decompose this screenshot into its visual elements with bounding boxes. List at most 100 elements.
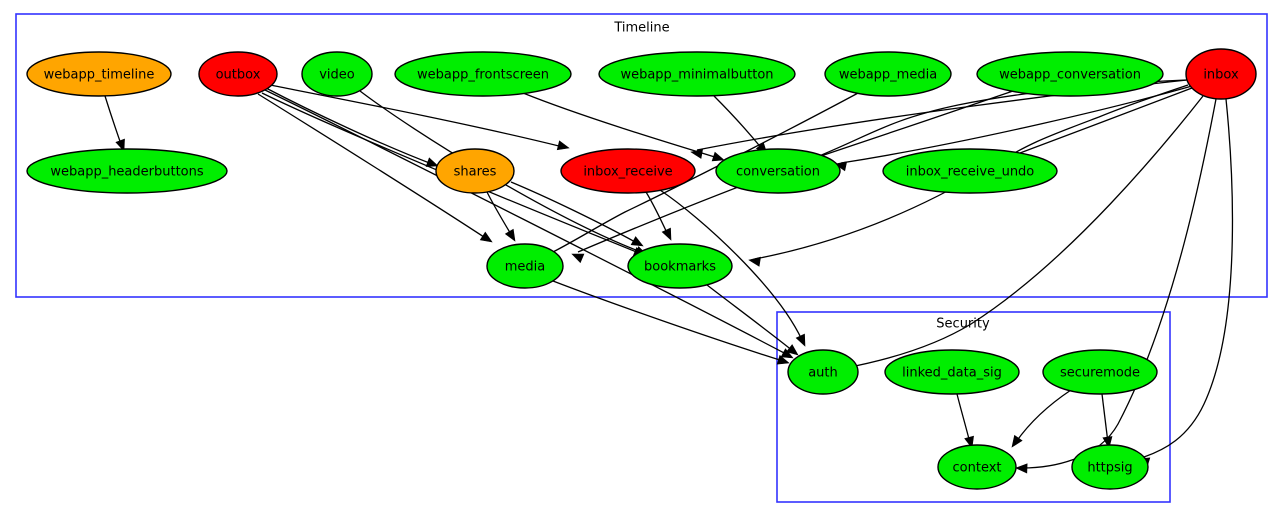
node-shape-video[interactable]	[301, 51, 373, 97]
node-shape-linked_data_sig[interactable]	[884, 349, 1020, 395]
edge-line	[1143, 98, 1234, 458]
node-webapp_timeline[interactable]: webapp_timeline	[26, 51, 172, 97]
edge-line	[522, 92, 719, 159]
edge-line	[257, 93, 488, 240]
edge-outbox-to-inbox_receive	[269, 84, 570, 151]
node-label-inbox: inbox	[1203, 68, 1239, 83]
node-shape-conversation[interactable]	[715, 148, 841, 194]
node-label-inbox_receive_undo: inbox_receive_undo	[906, 165, 1035, 180]
edge-line	[1019, 87, 1193, 154]
nodes-layer: webapp_timeline outbox video webapp_frontsc…	[26, 48, 1257, 490]
edge-arrowhead	[556, 140, 570, 151]
node-label-httpsig: httpsig	[1087, 461, 1132, 476]
node-webapp_conversation[interactable]: webapp_conversation	[976, 51, 1164, 97]
edge-arrowhead	[115, 138, 125, 152]
node-shape-outbox[interactable]	[198, 51, 278, 97]
edge-line	[1021, 98, 1217, 469]
edge-line	[1101, 393, 1109, 444]
edge-line	[1015, 389, 1072, 443]
node-shape-securemode[interactable]	[1042, 349, 1158, 395]
node-media[interactable]: media	[486, 243, 564, 289]
node-label-shares: shares	[454, 165, 497, 180]
node-webapp_frontscreen[interactable]: webapp_frontscreen	[394, 51, 572, 97]
node-inbox[interactable]: inbox	[1185, 48, 1257, 100]
node-securemode[interactable]: securemode	[1042, 349, 1158, 395]
edge-line	[552, 280, 784, 362]
edge-inbox_receive-to-auth	[659, 189, 806, 347]
node-label-webapp_headerbuttons: webapp_headerbuttons	[50, 165, 204, 180]
edge-line	[486, 191, 513, 237]
node-webapp_minimalbutton[interactable]: webapp_minimalbutton	[598, 51, 796, 97]
node-shape-httpsig[interactable]	[1071, 444, 1149, 490]
node-shape-bookmarks[interactable]	[627, 243, 733, 289]
node-shares[interactable]: shares	[435, 148, 515, 194]
edge-arrowhead	[690, 148, 704, 159]
edge-arrowhead	[776, 354, 790, 365]
node-label-securemode: securemode	[1060, 366, 1140, 381]
node-context[interactable]: context	[937, 444, 1017, 490]
node-shape-context[interactable]	[937, 444, 1017, 490]
cluster-border-timeline	[15, 13, 1268, 298]
edge-inbox-to-httpsig	[1137, 98, 1234, 468]
edge-bookmarks-to-auth	[706, 284, 799, 356]
node-shape-auth[interactable]	[787, 349, 859, 395]
node-shape-inbox_receive_undo[interactable]	[882, 148, 1058, 194]
node-outbox[interactable]: outbox	[198, 51, 278, 97]
edge-arrowhead	[504, 228, 516, 242]
node-auth[interactable]: auth	[787, 349, 859, 395]
edge-arrowhead	[748, 256, 761, 267]
node-bookmarks[interactable]: bookmarks	[627, 243, 733, 289]
node-label-inbox_receive: inbox_receive	[583, 165, 672, 180]
node-shape-webapp_media[interactable]	[824, 51, 952, 97]
node-shape-webapp_headerbuttons[interactable]	[26, 148, 228, 194]
edge-media-to-auth	[552, 280, 790, 365]
node-shape-webapp_frontscreen[interactable]	[394, 51, 572, 97]
edge-line	[269, 84, 564, 148]
node-label-webapp_conversation: webapp_conversation	[999, 68, 1141, 83]
edge-arrowhead	[630, 236, 644, 247]
edge-line	[264, 89, 789, 356]
edge-line	[104, 95, 123, 148]
node-label-auth: auth	[808, 366, 838, 381]
node-httpsig[interactable]: httpsig	[1071, 444, 1149, 490]
node-label-webapp_timeline: webapp_timeline	[44, 68, 155, 83]
edge-inbox-to-inbox_receive_undo	[1013, 87, 1193, 164]
edge-line	[659, 189, 803, 341]
node-label-webapp_frontscreen: webapp_frontscreen	[417, 68, 549, 83]
node-video[interactable]: video	[301, 51, 373, 97]
node-shape-inbox_receive[interactable]	[560, 148, 696, 194]
edge-arrowhead	[785, 344, 799, 356]
node-label-linked_data_sig: linked_data_sig	[902, 366, 1002, 381]
cluster-timeline: Timeline	[15, 13, 1268, 298]
node-shape-webapp_timeline[interactable]	[26, 51, 172, 97]
node-shape-webapp_conversation[interactable]	[976, 51, 1164, 97]
edge-shares-to-bookmarks	[510, 181, 644, 247]
edges-layer	[104, 79, 1234, 474]
node-webapp_media[interactable]: webapp_media	[824, 51, 952, 97]
edge-arrowhead	[1015, 463, 1028, 474]
node-shape-shares[interactable]	[435, 148, 515, 194]
node-inbox_receive_undo[interactable]: inbox_receive_undo	[882, 148, 1058, 194]
edge-outbox-to-shares	[265, 87, 439, 167]
cluster-border-security	[776, 311, 1171, 503]
node-label-context: context	[953, 461, 1002, 476]
edge-line	[645, 191, 669, 236]
edge-inbox_receive-to-bookmarks	[645, 191, 672, 241]
node-shape-inbox[interactable]	[1185, 48, 1257, 100]
node-shape-media[interactable]	[486, 243, 564, 289]
edge-line	[706, 284, 794, 352]
node-label-webapp_minimalbutton: webapp_minimalbutton	[620, 68, 773, 83]
edge-inbox-to-auth	[838, 95, 1204, 376]
node-linked_data_sig[interactable]: linked_data_sig	[884, 349, 1020, 395]
edge-outbox-to-media	[257, 93, 493, 243]
node-inbox_receive[interactable]: inbox_receive	[560, 148, 696, 194]
edge-arrowhead	[661, 227, 672, 241]
node-label-outbox: outbox	[216, 68, 261, 83]
node-shape-webapp_minimalbutton[interactable]	[598, 51, 796, 97]
node-webapp_headerbuttons[interactable]: webapp_headerbuttons	[26, 148, 228, 194]
node-conversation[interactable]: conversation	[715, 148, 841, 194]
edge-arrowhead	[1011, 434, 1023, 448]
edge-line	[552, 91, 861, 253]
